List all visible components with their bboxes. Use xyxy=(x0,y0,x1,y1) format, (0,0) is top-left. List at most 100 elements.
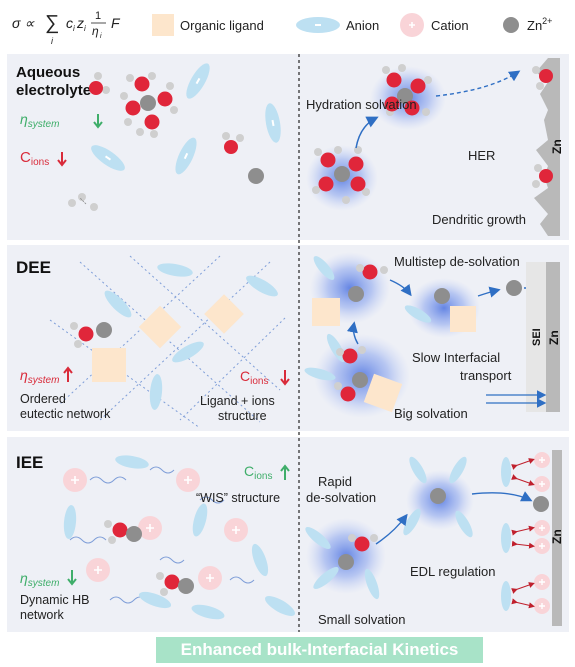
hydrogen xyxy=(94,72,102,80)
legend-ligand-swatch xyxy=(152,14,174,36)
hydrogen xyxy=(170,106,178,114)
dee-structure-line1: Ligand + ions xyxy=(200,394,275,408)
oxygen xyxy=(348,156,364,172)
cation-plus xyxy=(94,566,102,574)
zinc-ion xyxy=(178,578,194,594)
iee-small-solvation xyxy=(305,527,380,600)
iee-desolvation-arrow-1 xyxy=(375,513,408,545)
hydrogen xyxy=(136,128,144,136)
anion xyxy=(264,596,296,616)
iee-eta-symbol: η xyxy=(20,570,28,586)
aqueous-her-label: HER xyxy=(468,148,495,163)
zinc-ion xyxy=(348,286,364,302)
hydrogen xyxy=(334,146,342,154)
aqueous-solvated-zinc-left xyxy=(312,146,370,204)
oxygen xyxy=(404,100,420,116)
dee-big-solvation-label: Big solvation xyxy=(394,406,468,421)
hydrogen xyxy=(104,520,112,528)
dee-title: DEE xyxy=(16,258,51,277)
anion-minus xyxy=(271,119,275,127)
hydrogen xyxy=(354,146,362,154)
anion xyxy=(305,527,331,549)
hydrogen xyxy=(370,534,378,542)
dee-desolvation-arrow-2 xyxy=(477,286,501,298)
hydrogen xyxy=(148,72,156,80)
hb-link xyxy=(229,576,255,584)
zinc-ion xyxy=(334,166,350,182)
dee-sei-label: SEI xyxy=(531,328,543,346)
hb-link xyxy=(89,476,127,484)
anion xyxy=(313,256,335,280)
hydrogen xyxy=(536,82,544,90)
oxygen xyxy=(362,264,378,280)
dee-slow-transport-arrows xyxy=(486,390,547,408)
iee-eta-sub: system xyxy=(28,578,60,589)
anion xyxy=(501,523,511,553)
dee-sei-layer xyxy=(526,262,546,412)
aqueous-dendrite-label: Dendritic growth xyxy=(432,212,526,227)
interaction-arrow xyxy=(511,525,535,536)
iee-edl-anions xyxy=(501,457,511,611)
interaction-arrow xyxy=(511,474,535,486)
dee-eta-sub: system xyxy=(28,375,60,386)
anion xyxy=(501,457,511,487)
hydrogen xyxy=(166,82,174,90)
hydrogen xyxy=(68,199,76,207)
aqueous-zinc-cluster xyxy=(120,72,178,138)
cation-plus xyxy=(184,476,192,484)
hydrogen xyxy=(362,188,370,196)
anion xyxy=(138,591,172,609)
anion xyxy=(172,341,204,363)
hydrogen xyxy=(424,76,432,84)
iee-c-symbol: C xyxy=(244,463,254,479)
hydrogen xyxy=(74,340,82,348)
oxygen xyxy=(384,96,400,112)
equation-numerator: 1 xyxy=(95,10,101,22)
hydrogen xyxy=(312,186,320,194)
hydrogen xyxy=(334,382,342,390)
network-line xyxy=(179,317,286,421)
oxygen xyxy=(539,169,553,183)
aqueous-zn-label: Zn xyxy=(550,139,564,154)
hydrogen xyxy=(336,348,344,356)
ligand xyxy=(312,298,340,326)
hydrogen xyxy=(342,196,350,204)
hb-link xyxy=(69,536,107,544)
oxygen xyxy=(89,81,103,95)
legend-ligand-label: Organic ligand xyxy=(180,18,264,33)
dee-c-symbol: C xyxy=(240,368,250,384)
iee-title: IEE xyxy=(16,453,43,472)
hydrogen xyxy=(150,130,158,138)
dee-transport-line1: Slow Interfacial xyxy=(412,350,500,365)
dee-solvation-bottom xyxy=(304,333,403,413)
iee-hb-line1: Dynamic HB xyxy=(20,593,89,607)
equation-F: F xyxy=(111,15,121,31)
legend-zinc-superscript: 2+ xyxy=(542,16,552,26)
oxygen xyxy=(340,386,356,402)
interaction-arrow xyxy=(511,598,535,609)
ligand xyxy=(363,373,403,413)
cation-plus xyxy=(539,481,545,487)
network-line xyxy=(49,319,201,429)
hb-link xyxy=(149,466,175,474)
interaction-arrow xyxy=(511,582,535,594)
anion xyxy=(364,568,380,600)
oxygen xyxy=(386,72,402,88)
aqueous-her-bubbles xyxy=(532,66,553,188)
hydrogen xyxy=(236,134,244,142)
dee-water-zinc xyxy=(70,322,112,348)
anion-minus xyxy=(183,152,189,160)
dee-zn-label: Zn xyxy=(547,330,561,345)
aqueous-solvated-zinc-right xyxy=(382,64,432,116)
zinc-ion xyxy=(352,372,368,388)
oxygen xyxy=(134,76,150,92)
network-line xyxy=(59,255,221,405)
aqueous-eta-down-arrow xyxy=(93,114,103,129)
ligand xyxy=(92,348,126,382)
cation-plus xyxy=(539,603,545,609)
anion xyxy=(304,367,336,381)
hydrogen xyxy=(380,266,388,274)
hydrogen xyxy=(422,108,430,116)
zinc-ion xyxy=(434,288,450,304)
